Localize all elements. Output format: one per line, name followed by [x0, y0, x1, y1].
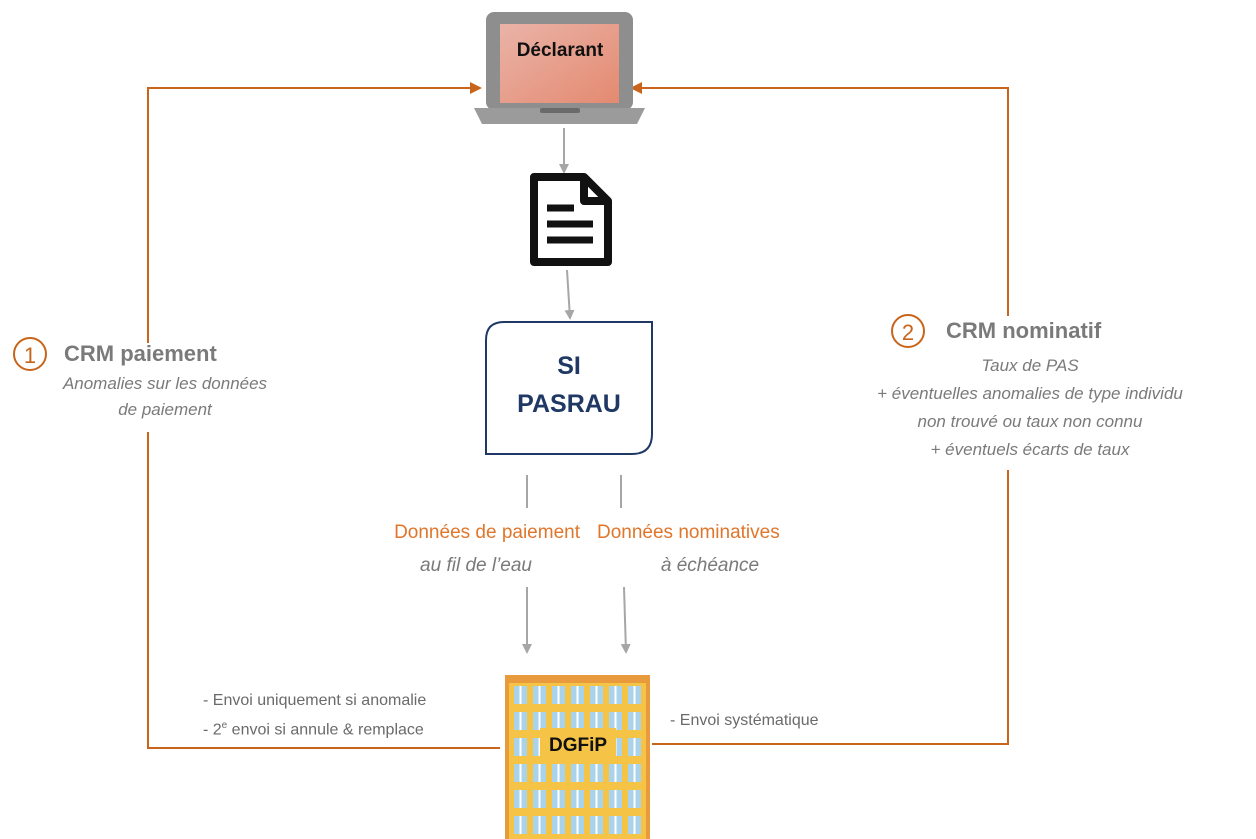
laptop-icon — [474, 12, 645, 124]
crm-nominatif-desc-line3: non trouvé ou taux non connu — [917, 412, 1143, 431]
crm-nominatif-number-badge: 2 — [891, 314, 925, 348]
left-note-line2-sup: e — [221, 720, 228, 731]
left-note-line2-rest: envoi si annule & remplace — [227, 721, 424, 739]
crm-paiement-number-badge: 1 — [13, 337, 47, 371]
dgfip-label: DGFiP — [548, 735, 608, 756]
crm-nominatif-arrow — [630, 82, 1009, 745]
crm-nominatif-desc-line4: + éventuels écarts de taux — [930, 440, 1130, 459]
crm-paiement-arrow — [147, 82, 500, 749]
si-pasrau-label-line2: PASRAU — [517, 390, 621, 418]
crm-nominatif-title: CRM nominatif — [946, 318, 1102, 343]
left-note-line1: - Envoi uniquement si anomalie — [203, 692, 427, 709]
declarant-label: Déclarant — [516, 40, 604, 61]
flow-paiement-title: Données de paiement — [394, 522, 580, 543]
nominatives-flow-arrow — [620, 475, 631, 654]
crm-nominatif-desc-line2: + éventuelles anomalies de type individu — [877, 384, 1183, 403]
left-note-line2: - 2e envoi si annule & remplace — [203, 720, 424, 739]
si-pasrau-label-line1: SI — [557, 352, 581, 380]
si-pasrau-box — [485, 321, 653, 455]
right-note: - Envoi systématique — [670, 712, 819, 729]
crm-nominatif-desc-line1: Taux de PAS — [981, 356, 1079, 375]
flow-paiement-subtitle: au fil de l’eau — [420, 555, 532, 576]
crm-paiement-desc-line2: de paiement — [118, 400, 212, 419]
flow-nominatives-subtitle: à échéance — [660, 555, 760, 576]
building-icon — [505, 675, 650, 839]
document-icon — [530, 173, 612, 266]
crm-paiement-title: CRM paiement — [64, 341, 217, 366]
left-note-line2-prefix: - 2 — [203, 721, 222, 739]
crm-paiement-desc-line1: Anomalies sur les données — [62, 374, 268, 393]
flow-nominatives-title: Données nominatives — [597, 522, 780, 543]
document-to-pasrau-arrow — [564, 269, 575, 320]
